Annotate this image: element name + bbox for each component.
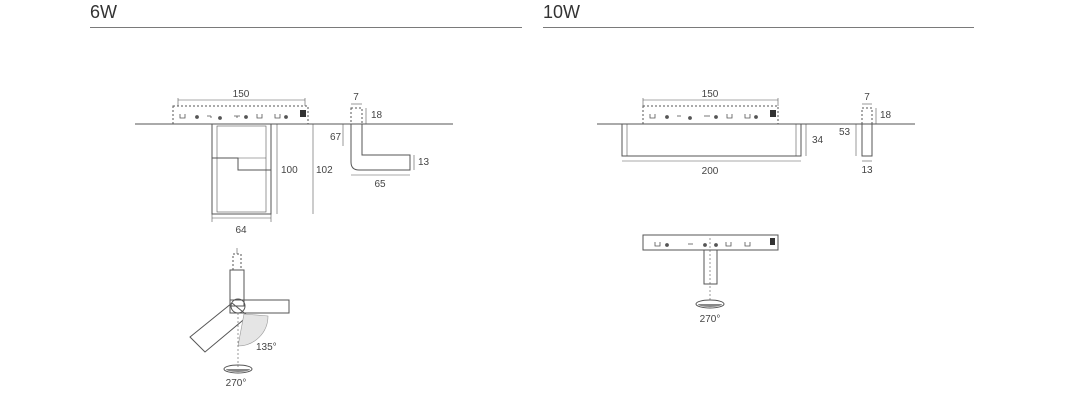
dim-6w-64: 64 xyxy=(235,225,247,236)
divider-10w xyxy=(543,27,974,28)
spot-body xyxy=(211,123,272,215)
divider-6w xyxy=(90,27,522,28)
drawing-10w-rotation xyxy=(642,234,779,309)
dim-10w-7: 7 xyxy=(864,92,870,103)
dim-10w-200: 200 xyxy=(702,166,719,177)
rotation-135-label: 135° xyxy=(256,342,277,353)
drawing-6w-front xyxy=(135,98,453,222)
title-6w: 6W xyxy=(90,2,117,22)
dim-6w-100: 100 xyxy=(281,165,298,176)
dim-6w-67: 67 xyxy=(330,132,342,143)
dim-6w-18: 18 xyxy=(371,110,383,121)
dim-10w-18: 18 xyxy=(880,110,892,121)
rotation-270-label-6w: 270° xyxy=(226,378,247,389)
dim-6w-65: 65 xyxy=(374,179,386,190)
track-contacts-icon xyxy=(179,114,288,120)
title-10w: 10W xyxy=(543,2,581,22)
dim-10w-13: 13 xyxy=(861,165,873,176)
rotation-270-label-10w: 270° xyxy=(700,314,721,325)
dim-10w-150: 150 xyxy=(702,89,719,100)
drawing-10w-side xyxy=(855,103,877,162)
track-housing xyxy=(642,105,779,125)
dim-6w-150: 150 xyxy=(233,89,250,100)
drawing-10w-front xyxy=(597,98,915,162)
drawing-6w-rotation xyxy=(189,248,290,374)
spot-side-profile xyxy=(350,124,411,171)
dim-6w-7: 7 xyxy=(353,92,359,103)
dim-10w-53: 53 xyxy=(839,127,851,138)
track-housing xyxy=(172,105,309,125)
drawing-6w-side xyxy=(350,103,415,176)
dim-10w-34: 34 xyxy=(812,135,824,146)
linear-body xyxy=(621,123,802,157)
dim-6w-102: 102 xyxy=(316,165,333,176)
dim-6w-13: 13 xyxy=(418,157,430,168)
